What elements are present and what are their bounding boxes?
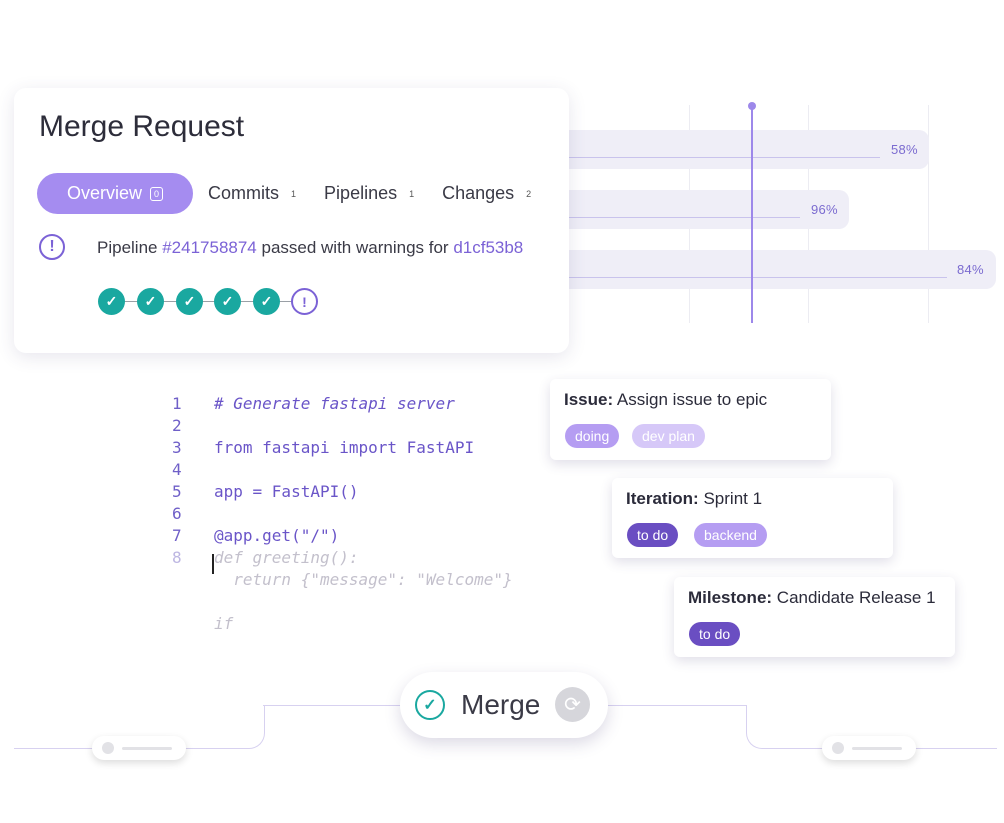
tab-bar: Overview 0 Commits 1 Pipelines 1 Changes… <box>37 173 559 214</box>
timeline-cursor[interactable] <box>751 106 753 323</box>
stage-connector <box>108 301 318 302</box>
card-label: Iteration: Sprint 1 <box>626 489 762 509</box>
label-tag[interactable]: doing <box>565 424 620 448</box>
line-number: 7 <box>172 526 182 545</box>
tab-label: Pipelines <box>324 183 398 203</box>
code-line: 2 <box>172 416 214 438</box>
code-line: 4 <box>172 460 214 482</box>
merge-button[interactable]: ✓ Merge ⟳ <box>400 672 608 738</box>
page-title: Merge Request <box>39 110 245 143</box>
tab-count-badge: 0 <box>150 186 164 201</box>
tab-label: Changes <box>442 183 515 203</box>
line-number: 3 <box>172 438 182 457</box>
timeline-cursor-handle[interactable] <box>748 102 756 110</box>
code-line: 3 from fastapi import FastAPI <box>172 438 474 460</box>
line-number: 4 <box>172 460 182 479</box>
card-value: Candidate Release 1 <box>772 588 936 607</box>
tab-commits[interactable]: Commits 1 <box>208 183 296 204</box>
code-suggestion: return {"message": "Welcome"} <box>214 570 513 589</box>
progress-fill <box>560 157 880 158</box>
code-suggestion: def greeting(): <box>214 548 359 567</box>
line-number: 8 <box>172 548 182 567</box>
commit-sha-link[interactable]: d1cf53b8 <box>453 238 524 257</box>
check-icon[interactable]: ✓ <box>98 288 125 315</box>
iteration-card[interactable]: Iteration: Sprint 1 to do backend <box>612 478 893 558</box>
code-line <box>172 592 214 614</box>
progress-label: 84% <box>957 262 984 277</box>
tab-overview[interactable]: Overview 0 <box>37 173 194 214</box>
tab-count-badge: 1 <box>291 188 297 199</box>
code-text: app = FastAPI() <box>214 482 359 501</box>
card-value: Assign issue to epic <box>613 390 768 409</box>
code-line: 1 # Generate fastapi server <box>172 394 455 416</box>
line-number: 1 <box>172 394 182 413</box>
handle-dash <box>852 747 902 750</box>
code-line: 6 <box>172 504 214 526</box>
merge-label: Merge <box>461 689 541 720</box>
warning-icon: ! <box>39 234 65 260</box>
check-icon[interactable]: ✓ <box>137 288 164 315</box>
label-tag[interactable]: to do <box>689 622 741 646</box>
line-number: 2 <box>172 416 182 435</box>
line-number: 6 <box>172 504 182 523</box>
code-line: 5 app = FastAPI() <box>172 482 359 504</box>
warning-icon[interactable]: ! <box>291 288 318 315</box>
slider-handle[interactable] <box>822 736 916 760</box>
progress-label: 58% <box>891 142 918 157</box>
handle-dot <box>102 742 114 754</box>
progress-label: 96% <box>811 202 838 217</box>
label-tag[interactable]: to do <box>627 523 679 547</box>
pipeline-prefix: Pipeline <box>97 238 163 257</box>
label-tag[interactable]: backend <box>694 523 767 547</box>
card-label: Milestone: Candidate Release 1 <box>688 588 936 608</box>
progress-bar: 84% <box>560 250 996 289</box>
code-line: return {"message": "Welcome"} <box>172 570 513 592</box>
check-circle-icon: ✓ <box>415 690 445 720</box>
code-line: if <box>172 614 233 636</box>
progress-chart: 58% 96% 84% <box>560 100 1000 325</box>
handle-dash <box>122 747 172 750</box>
text-caret <box>212 554 214 574</box>
check-icon[interactable]: ✓ <box>253 288 280 315</box>
label-tag[interactable]: dev plan <box>632 424 705 448</box>
code-line: 8 def greeting(): <box>172 548 359 570</box>
tab-changes[interactable]: Changes 2 <box>442 183 531 204</box>
pipeline-status: Pipeline #241758874 passed with warnings… <box>97 238 523 258</box>
tab-label: Overview <box>67 183 143 203</box>
check-icon[interactable]: ✓ <box>214 288 241 315</box>
slider-handle[interactable] <box>92 736 186 760</box>
handle-dot <box>832 742 844 754</box>
milestone-card[interactable]: Milestone: Candidate Release 1 to do <box>674 577 955 657</box>
code-text: # Generate fastapi server <box>214 394 455 413</box>
code-text: from fastapi import FastAPI <box>214 438 475 457</box>
tab-label: Commits <box>208 183 280 203</box>
progress-bar: 58% <box>560 130 929 169</box>
merge-track <box>263 705 403 706</box>
pipeline-stages: ✓ ✓ ✓ ✓ ✓ ! <box>98 288 328 316</box>
progress-fill <box>560 217 800 218</box>
line-number: 5 <box>172 482 182 501</box>
code-text: @app.get("/") <box>214 526 340 545</box>
tab-count-badge: 1 <box>409 188 415 199</box>
card-key: Iteration: <box>626 489 699 508</box>
progress-fill <box>560 277 947 278</box>
issue-card[interactable]: Issue: Assign issue to epic doing dev pl… <box>550 379 831 460</box>
code-line: 7 @app.get("/") <box>172 526 339 548</box>
progress-bar: 96% <box>560 190 849 229</box>
card-key: Issue: <box>564 390 614 409</box>
card-label: Issue: Assign issue to epic <box>564 390 767 410</box>
check-icon[interactable]: ✓ <box>176 288 203 315</box>
pipeline-id-link[interactable]: #241758874 <box>162 238 257 257</box>
refresh-icon[interactable]: ⟳ <box>555 687 590 722</box>
grid-line <box>928 105 929 323</box>
merge-track <box>605 705 747 706</box>
code-suggestion: if <box>214 614 234 633</box>
card-key: Milestone: <box>688 588 773 607</box>
tab-pipelines[interactable]: Pipelines 1 <box>324 183 414 204</box>
pipeline-middle: passed with warnings for <box>256 238 454 257</box>
card-value: Sprint 1 <box>698 489 763 508</box>
merge-request-card: Merge Request Overview 0 Commits 1 Pipel… <box>14 88 569 353</box>
tab-count-badge: 2 <box>526 188 532 199</box>
